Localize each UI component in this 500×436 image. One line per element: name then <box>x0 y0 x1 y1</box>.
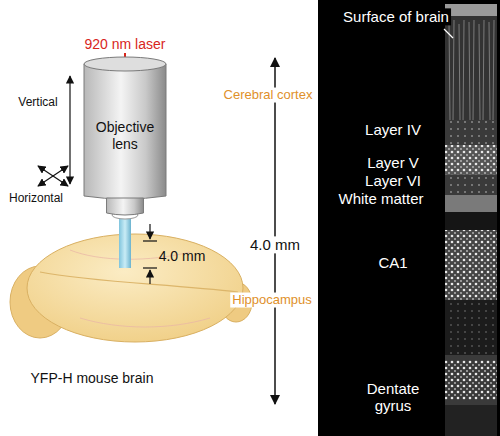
layer-label: Surface of brain <box>341 8 451 25</box>
direction-label: Vertical <box>16 96 59 110</box>
layer-label: CA1 <box>376 254 409 271</box>
layer-label: White matter <box>336 190 425 207</box>
brain-section-image <box>445 4 497 436</box>
probe <box>119 214 131 268</box>
caption-label: YFP-H mouse brain <box>29 370 156 386</box>
lens-label: Objective lens <box>87 119 163 153</box>
dimension-tick <box>143 240 157 241</box>
region-label: Hippocampus <box>230 293 314 308</box>
leader-line <box>444 29 453 38</box>
image-panel <box>318 0 500 436</box>
layer-label: Layer IV <box>363 121 423 138</box>
layer-label: Layer VI <box>363 172 423 189</box>
objective-lens: Objective lens <box>83 56 167 216</box>
region-label: Cerebral cortex <box>222 88 315 103</box>
vertical-arrow <box>69 76 70 184</box>
dimension-label: 4.0 mm <box>157 248 208 264</box>
horizontal-arrow <box>38 166 68 186</box>
layer-label: Dentate gyrus <box>351 380 435 415</box>
dimension-tick <box>143 267 157 268</box>
direction-label: Horizontal <box>7 192 65 206</box>
dimension-label: 4.0 mm <box>248 236 302 253</box>
layer-label: Layer V <box>365 154 421 171</box>
laser-label: 920 nm laser <box>83 36 168 52</box>
dimension-arrow <box>149 224 150 239</box>
depth-arrow <box>274 58 276 404</box>
horizontal-arrow <box>38 166 68 186</box>
dimension-arrow <box>149 270 150 284</box>
